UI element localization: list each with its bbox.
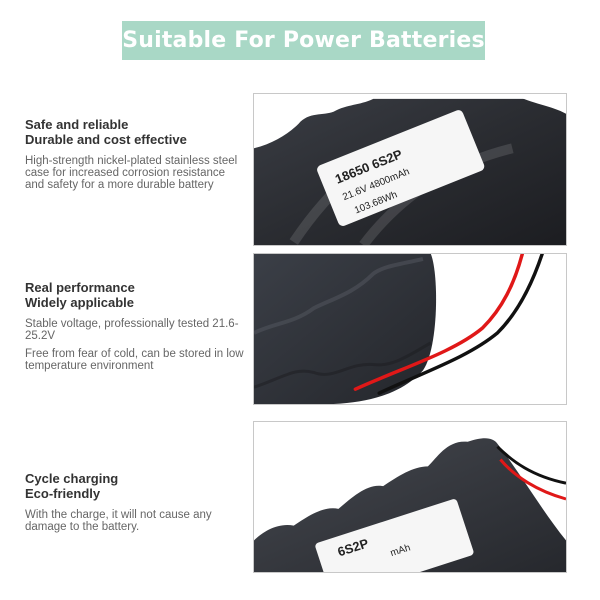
black-wire xyxy=(496,445,566,485)
feature-cycle-charging: Cycle charging Eco-friendly With the cha… xyxy=(25,471,245,533)
spec-label xyxy=(317,110,485,226)
battery-wires-illustration xyxy=(254,254,566,404)
battery-edge-image: 6S2P mAh xyxy=(253,421,567,573)
feature-heading-line2: Widely applicable xyxy=(25,295,134,310)
battery-wires-image xyxy=(253,253,567,405)
battery-edge-illustration: 6S2P mAh xyxy=(254,422,566,572)
battery-pack-illustration: 18650 6S2P 21.6V 4800mAh 103.68Wh xyxy=(254,94,566,245)
feature-body: With the charge, it will not cause any d… xyxy=(25,509,212,533)
battery-label-image: 18650 6S2P 21.6V 4800mAh 103.68Wh xyxy=(253,93,567,246)
feature-body: High-strength nickel-plated stainless st… xyxy=(25,155,238,191)
black-wire xyxy=(377,254,544,395)
feature-heading: Real performance Widely applicable xyxy=(25,280,245,310)
feature-heading-line1: Real performance xyxy=(25,280,135,295)
partial-spec-label xyxy=(315,499,474,572)
feature-body: Free from fear of cold, can be stored in… xyxy=(25,348,244,372)
feature-heading: Cycle charging Eco-friendly xyxy=(25,471,245,501)
feature-safe-reliable: Safe and reliable Durable and cost effec… xyxy=(25,117,245,191)
feature-heading-line2: Eco-friendly xyxy=(25,486,101,501)
title-banner: Suitable For Power Batteries xyxy=(122,21,485,60)
feature-real-performance: Real performance Widely applicable Stabl… xyxy=(25,280,245,372)
feature-heading-line1: Cycle charging xyxy=(25,471,119,486)
feature-heading-line2: Durable and cost effective xyxy=(25,132,187,147)
banner-title: Suitable For Power Batteries xyxy=(122,28,485,53)
red-wire xyxy=(353,254,525,391)
feature-heading: Safe and reliable Durable and cost effec… xyxy=(25,117,245,147)
feature-heading-line1: Safe and reliable xyxy=(25,117,129,132)
red-wire xyxy=(499,458,566,501)
feature-body: Stable voltage, professionally tested 21… xyxy=(25,318,239,342)
